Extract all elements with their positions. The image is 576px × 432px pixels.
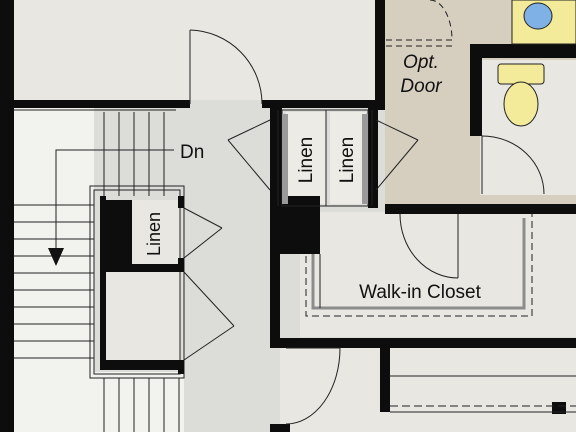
door-swing-icon xyxy=(386,0,453,47)
wall-upper-room-bottom-right xyxy=(262,100,375,108)
door-swing-icon xyxy=(189,29,263,105)
door-swing-icon xyxy=(375,119,419,191)
door-swings xyxy=(14,0,545,425)
door-swing-icon xyxy=(183,207,223,259)
wall-center-lower xyxy=(270,254,280,348)
opt-door-label-line2: Door xyxy=(400,76,442,97)
wall-left-edge xyxy=(0,0,14,432)
linen-label-center-left: Linen xyxy=(296,137,317,184)
linen-shelf-gray-2 xyxy=(362,114,368,204)
linen-label-stair: Linen xyxy=(144,212,164,256)
wall-linen-top-block xyxy=(104,200,132,264)
walk-in-closet-shelving xyxy=(305,214,533,317)
wall-bottom-left-stub xyxy=(270,424,290,432)
linen-closet-floor-1 xyxy=(286,112,326,204)
linen-label-center-right: Linen xyxy=(337,137,358,184)
wall-linen-center-left xyxy=(270,108,282,208)
wall-lower-right-stub xyxy=(552,402,566,414)
door-swing-icon xyxy=(227,119,271,191)
walk-in-closet-label: Walk-in Closet xyxy=(359,282,481,303)
linen-shelf-gray-1 xyxy=(282,114,288,204)
wall-closet-stack-right xyxy=(178,196,184,208)
lower-right-room-lines xyxy=(390,375,576,413)
bathtub-icon xyxy=(511,0,576,45)
wall-closet-stack-left xyxy=(100,196,106,368)
linen-closet-floor-2 xyxy=(330,112,366,204)
wall-closet-stack-bottom xyxy=(100,360,184,370)
wall-linen-shelf xyxy=(104,264,180,272)
wall-toilet-top xyxy=(470,44,576,58)
wall-linen-center-right xyxy=(368,108,378,208)
door-swing-icon xyxy=(183,271,235,361)
wall-toilet-left xyxy=(470,44,482,136)
staircase xyxy=(14,112,185,432)
wall-upper-room-bottom-left xyxy=(14,100,190,108)
door-swing-icon xyxy=(285,347,341,425)
stair-floor xyxy=(14,108,94,432)
wall-bath-left-upper xyxy=(375,40,385,110)
wall-bath-bottom xyxy=(385,204,576,214)
wall-closet-stack-right-mid xyxy=(178,258,184,272)
opt-door-label-line1: Opt. xyxy=(403,52,439,73)
door-swing-icon xyxy=(399,213,459,279)
stairs-down-label: Dn xyxy=(180,142,204,163)
door-swing-icon xyxy=(481,135,545,195)
wall-closet-bottom xyxy=(280,338,576,348)
lower-right-room-floor xyxy=(280,345,576,432)
toilet-icon xyxy=(497,63,545,127)
stair-lower-floor xyxy=(94,372,184,432)
stair-arrow-icon xyxy=(48,248,64,266)
upper-left-room-floor xyxy=(0,0,375,100)
wall-lower-room-stub xyxy=(380,348,390,412)
